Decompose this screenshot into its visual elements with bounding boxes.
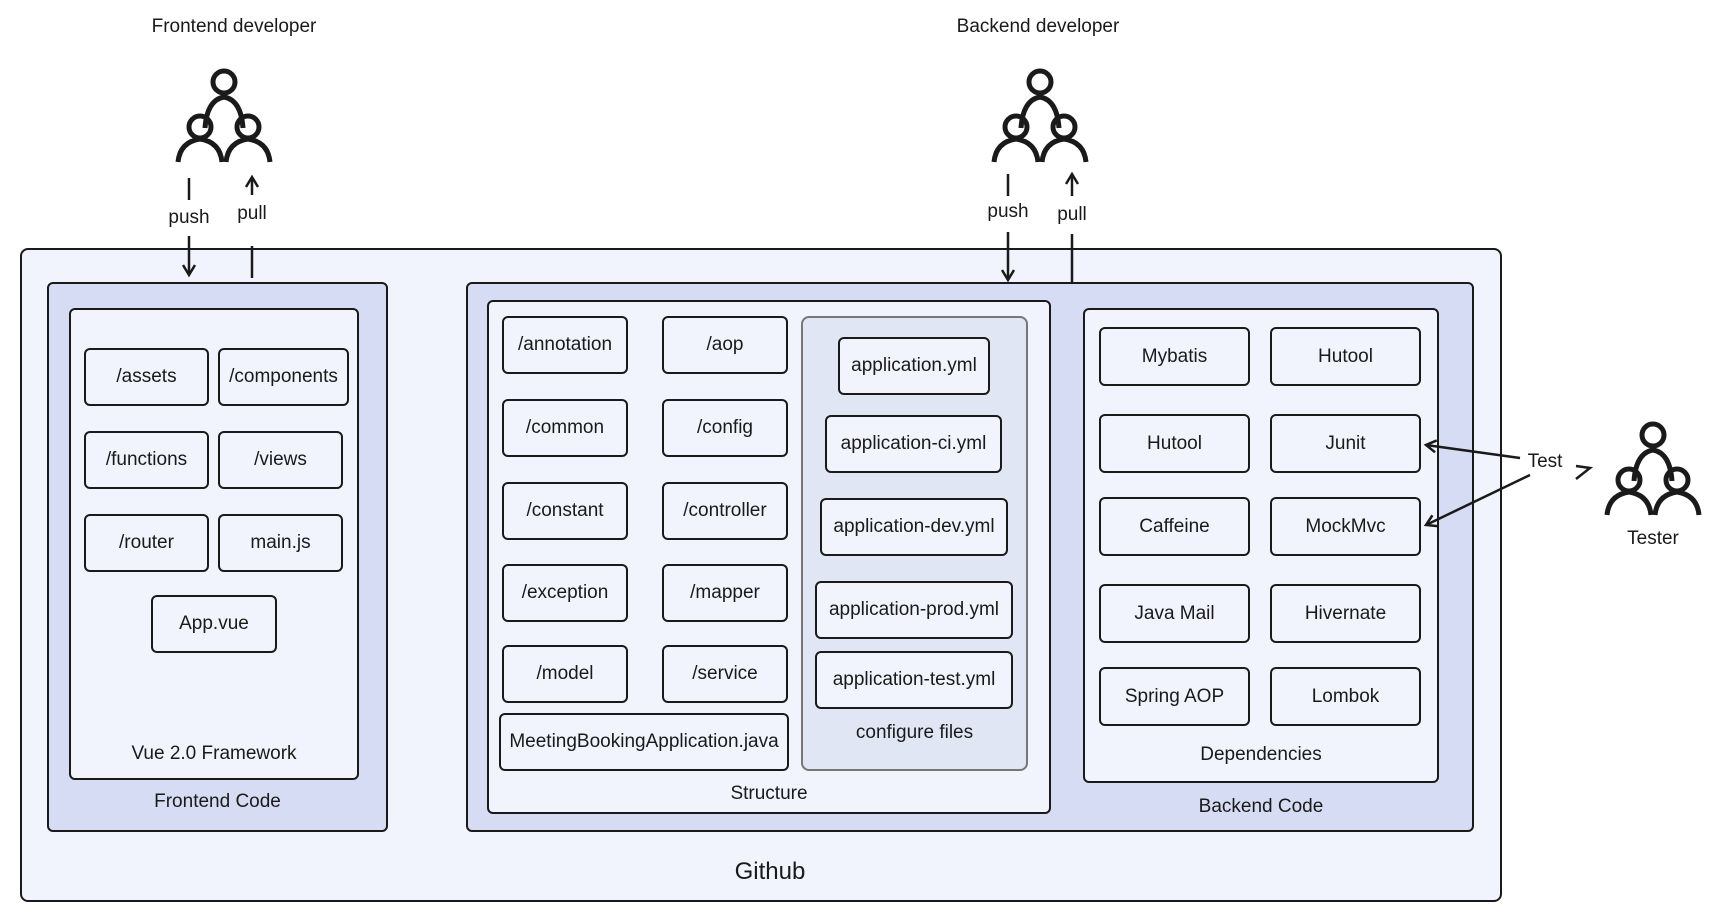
file-application-yml: application.yml <box>838 337 990 395</box>
folder-config: /config <box>662 399 788 457</box>
folder-aop: /aop <box>662 316 788 374</box>
backend-developer-icon <box>991 68 1089 163</box>
folder-router: /router <box>84 514 209 572</box>
dependency-lombok: Lombok <box>1270 667 1421 726</box>
file-application-ci-yml: application-ci.yml <box>825 415 1002 473</box>
folder-common: /common <box>502 399 628 457</box>
folder-annotation: /annotation <box>502 316 628 374</box>
file-meeting-booking-application: MeetingBookingApplication.java <box>499 713 789 771</box>
folder-model: /model <box>502 645 628 703</box>
frontend-push-label: push <box>168 207 210 228</box>
test-label: Test <box>1527 451 1563 472</box>
backend-pull-label: pull <box>1057 204 1087 225</box>
dependency-junit: Junit <box>1270 414 1421 473</box>
file-application-test-yml: application-test.yml <box>815 651 1013 709</box>
dependency-caffeine: Caffeine <box>1099 497 1250 556</box>
folder-controller: /controller <box>662 482 788 540</box>
frontend-developer-icon <box>175 68 273 163</box>
folder-functions: /functions <box>84 431 209 489</box>
dependency-hivernate: Hivernate <box>1270 584 1421 643</box>
dependency-hutool-2: Hutool <box>1099 414 1250 473</box>
folder-constant: /constant <box>502 482 628 540</box>
frontend-pull-label: pull <box>237 203 267 224</box>
backend-code-label: Backend Code <box>1198 796 1324 817</box>
folder-assets: /assets <box>84 348 209 406</box>
dependency-mockmvc: MockMvc <box>1270 497 1421 556</box>
dependency-spring-aop: Spring AOP <box>1099 667 1250 726</box>
dependencies-label: Dependencies <box>1200 744 1322 765</box>
backend-developer-label: Backend developer <box>956 16 1120 37</box>
folder-exception: /exception <box>502 564 628 622</box>
file-application-dev-yml: application-dev.yml <box>820 498 1008 556</box>
file-app-vue: App.vue <box>151 595 277 653</box>
folder-mapper: /mapper <box>662 564 788 622</box>
folder-service: /service <box>662 645 788 703</box>
frontend-developer-label: Frontend developer <box>151 16 317 37</box>
folder-views: /views <box>218 431 343 489</box>
tester-icon <box>1604 421 1702 516</box>
file-main-js: main.js <box>218 514 343 572</box>
backend-push-label: push <box>987 201 1029 222</box>
github-label: Github <box>734 858 806 885</box>
test-arrows <box>1426 445 1594 525</box>
configure-files-label: configure files <box>855 722 974 743</box>
dependency-java-mail: Java Mail <box>1099 584 1250 643</box>
dependency-hutool: Hutool <box>1270 327 1421 386</box>
tester-label: Tester <box>1627 528 1679 549</box>
structure-label: Structure <box>730 783 808 804</box>
folder-components: /components <box>218 348 349 406</box>
dependency-mybatis: Mybatis <box>1099 327 1250 386</box>
frontend-code-label: Frontend Code <box>154 791 281 812</box>
file-application-prod-yml: application-prod.yml <box>815 581 1013 639</box>
vue-framework-label: Vue 2.0 Framework <box>131 743 297 764</box>
